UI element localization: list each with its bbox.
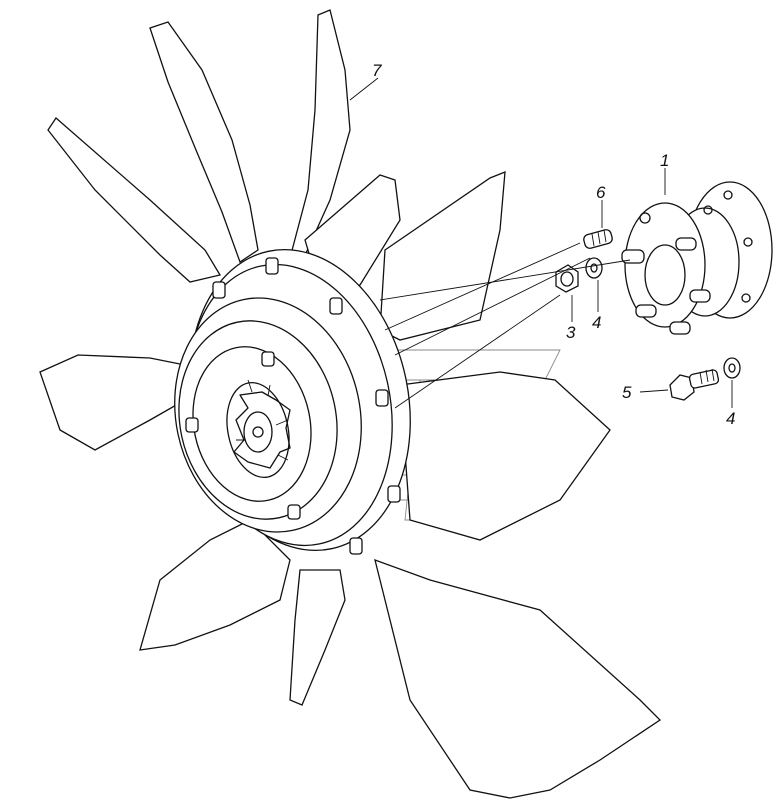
blade-bottom-right	[374, 558, 662, 799]
callout-4-lower: 4	[726, 409, 735, 428]
blade-bottom	[289, 569, 346, 706]
fan-hub	[174, 248, 411, 555]
fan-blades	[39, 9, 662, 799]
washer-part-a	[585, 257, 603, 279]
callout-5: 5	[622, 383, 632, 402]
assembly-lines	[379, 242, 631, 409]
callout-leaders	[349, 77, 733, 408]
blade-right-upper	[379, 171, 506, 341]
blade-right	[399, 371, 611, 541]
flange-hub-part	[621, 181, 773, 335]
blade-top-1	[149, 21, 259, 264]
blade-bottom-left	[139, 519, 291, 651]
blade-top-left	[47, 117, 222, 283]
callout-7: 7	[372, 61, 382, 80]
callout-1: 1	[660, 151, 669, 170]
callout-4-upper: 4	[592, 313, 601, 332]
callout-3: 3	[566, 323, 576, 342]
blade-left	[39, 354, 186, 451]
bolt-part	[669, 368, 720, 401]
callout-6: 6	[596, 183, 606, 202]
washer-part-b	[723, 357, 741, 379]
stud-part	[583, 229, 613, 249]
